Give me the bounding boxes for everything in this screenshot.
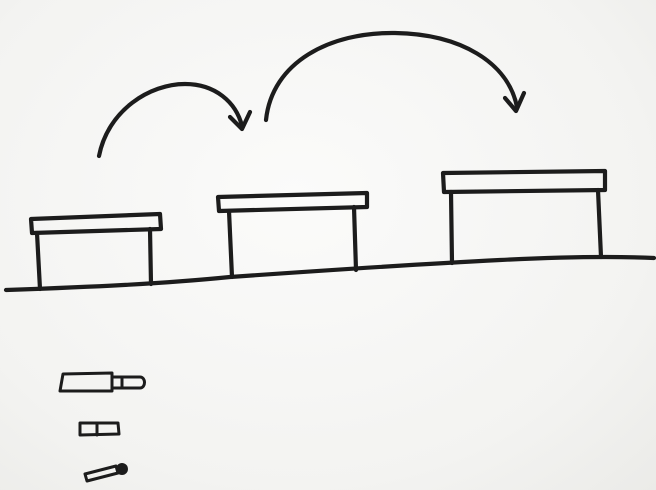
arrow-small-to-medium-curve bbox=[99, 84, 242, 156]
match-icon bbox=[85, 463, 128, 481]
arrow-medium-to-large bbox=[266, 33, 524, 120]
table-small-leg-right bbox=[150, 229, 151, 284]
table-large bbox=[443, 171, 605, 263]
table-large-leg-left bbox=[451, 192, 452, 263]
table-small bbox=[31, 214, 161, 289]
table-medium bbox=[218, 193, 367, 277]
table-medium-leg-left bbox=[229, 211, 232, 277]
table-medium-top bbox=[218, 193, 367, 211]
arrow-medium-to-large-curve bbox=[266, 33, 517, 120]
table-small-leg-left bbox=[37, 233, 40, 289]
table-large-leg-right bbox=[598, 190, 601, 257]
ground-line bbox=[6, 257, 654, 290]
arrow-small-to-medium bbox=[99, 84, 250, 156]
table-small-top bbox=[31, 214, 161, 233]
eraser-icon bbox=[80, 423, 119, 435]
table-large-top bbox=[443, 171, 605, 192]
table-medium-leg-right bbox=[354, 207, 356, 270]
marker-icon bbox=[60, 373, 145, 391]
